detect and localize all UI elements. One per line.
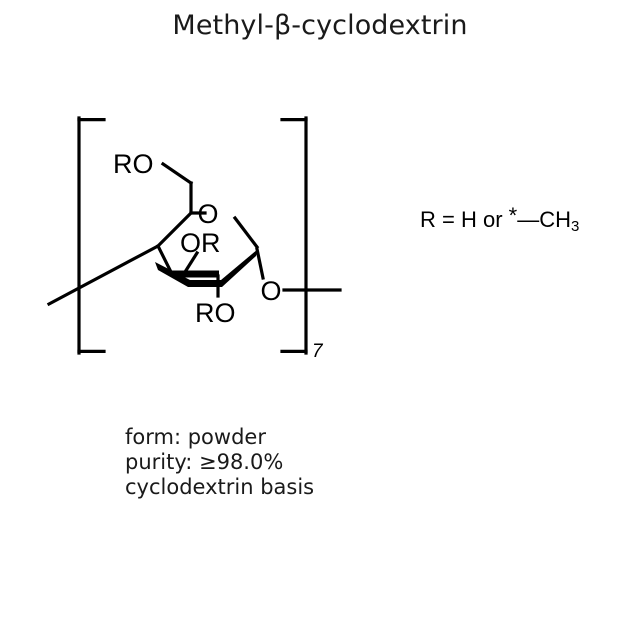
- r-group-bond-dash: —: [517, 206, 540, 232]
- property-form: form: powder: [125, 425, 266, 449]
- label-c3-or: OR: [180, 228, 221, 258]
- label-c2-ro: RO: [195, 298, 236, 328]
- r-group-methyl-subscript: 3: [570, 218, 580, 236]
- r-group-definition: R = H or *—CH3: [420, 203, 579, 235]
- label-repeat-subscript: 7: [312, 341, 324, 362]
- r-group-methyl: CH: [539, 206, 571, 232]
- r-group-prefix: R = H or: [420, 206, 509, 232]
- product-properties: form: powder purity: ≥98.0% cyclodextrin…: [125, 425, 314, 500]
- page-title: Methyl-β-cyclodextrin: [172, 10, 468, 41]
- bond-c3-substituent: [182, 250, 200, 275]
- right-bracket: [280, 116, 308, 355]
- bond-c1-glycosidic-o: [255, 247, 265, 280]
- pyranose-ring: [155, 210, 260, 275]
- left-bracket: [77, 116, 106, 355]
- bond-primary-hydroxymethyl: [160, 161, 194, 214]
- bond-open-left: [46, 243, 161, 307]
- attachment-star-icon: *: [508, 203, 518, 228]
- property-purity: purity: ≥98.0%: [125, 450, 284, 474]
- label-ring-oxygen: O: [197, 199, 218, 229]
- label-glycosidic-oxygen: O: [260, 276, 281, 306]
- label-primary-or: RO: [113, 149, 154, 179]
- property-basis: cyclodextrin basis: [125, 475, 315, 499]
